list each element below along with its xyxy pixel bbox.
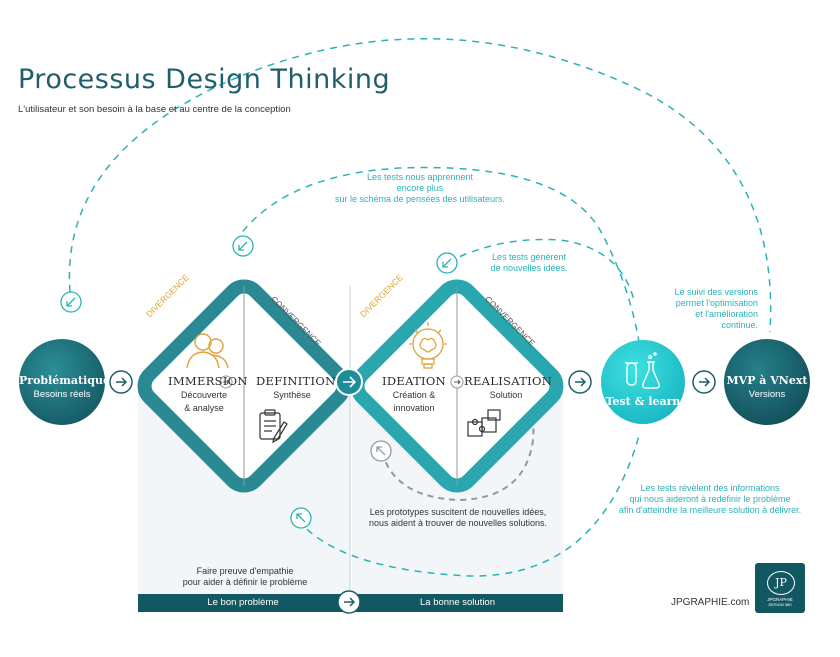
mvp-title: MVP à VNext [726,374,808,387]
note-tests-learn: Les tests nous apprennent encore plus su… [300,172,540,205]
problem-subtitle: Besoins réels [33,389,91,400]
note-prototypes: Les prototypes suscitent de nouvelles id… [350,507,566,529]
note-tests-learn-line: encore plus [396,183,444,193]
note-versions-line: Le suivi des versions [674,287,758,297]
arc-bottom [297,431,641,577]
arrow-up-left-icon [370,440,392,462]
bottom-bar-right-label: La bonne solution [419,597,495,608]
stage-realisation-desc: Solution [489,390,523,400]
mvp-node: MVP à VNext Versions [724,374,810,400]
stage-immersion-title: IMMERSION [168,374,248,388]
arc-top-outer [68,38,772,333]
arc-top-inner [447,238,635,301]
stage-definition-title: DEFINITION [256,374,336,388]
page-title: Processus Design Thinking [18,64,391,95]
logo-caption-1: JPGRAPHIE [767,597,793,602]
note-versions-line: permet l'optimisation [675,298,758,308]
note-tests-reveal-line: qui nous aideront à redéfinir le problèm… [629,494,791,504]
note-tests-reveal-line: afin d'atteindre la meilleure solution à… [618,505,802,515]
stage-definition: DEFINITION Synthèse [256,374,336,401]
stage-ideation-desc1: Création & [392,390,436,400]
note-tests-ideas-line: de nouvelles idées. [490,263,568,273]
note-empathy: Faire preuve d'empathie pour aider à déf… [160,566,330,588]
brain-bulb-icon [409,322,447,369]
arrow-down-left-icon [60,291,82,313]
note-tests-ideas: Les tests génèrent de nouvelles idées. [470,252,588,274]
note-empathy-line: Faire preuve d'empathie [196,566,294,576]
logo-initials: JP [767,571,795,595]
arrow-right-icon [450,375,464,389]
note-tests-learn-line: sur le schéma de pensées des utilisateur… [334,194,506,204]
note-prototypes-line: nous aident à trouver de nouvelles solut… [368,518,548,528]
mvp-circle [724,339,810,425]
stage-ideation: IDEATION Création & innovation [378,374,450,414]
stage-ideation-desc2: innovation [393,403,435,413]
arrow-right-icon [692,370,716,394]
arrow-down-left-icon [436,252,458,274]
stage-realisation-title: REALISATION [464,374,553,388]
mvp-subtitle: Versions [748,389,786,400]
brand-link[interactable]: JPGRAPHIE.com [671,597,750,608]
note-tests-learn-line: Les tests nous apprennent [366,172,474,182]
arrow-right-icon [109,370,133,394]
people-icon [186,333,229,369]
stage-realisation: REALISATION Solution [464,374,553,401]
test-node: Test & learn [605,395,681,408]
stage-ideation-title: IDEATION [382,374,446,388]
note-tests-reveal: Les tests révèlent des informations qui … [590,483,830,516]
stage-immersion: IMMERSION Découverte & analyse [168,374,248,414]
note-prototypes-line: Les prototypes suscitent de nouvelles id… [369,507,547,517]
test-title: Test & learn [605,395,681,408]
note-versions: Le suivi des versions permet l'optimisat… [630,287,758,331]
page-subtitle: L'utilisateur et son besoin à la base et… [18,104,291,115]
note-versions-line: continue. [721,320,758,330]
note-tests-reveal-line: Les tests révèlent des informations [640,483,780,493]
problem-circle [19,339,105,425]
flask-icon [625,352,660,389]
puzzle-icon [467,409,501,437]
brand-logo: JP JPGRAPHIE DESIGN 360 [755,563,805,613]
stage-immersion-desc1: Découverte [180,390,228,400]
arrow-right-icon [337,590,361,614]
test-circle [601,340,685,424]
arrow-down-left-icon [232,235,254,257]
arc-top-middle [234,166,641,349]
problem-node: Problématique Besoins réels [19,374,110,400]
arrow-right-icon [568,370,592,394]
stage-definition-desc: Synthèse [273,390,311,400]
note-versions-line: et l'amélioration [695,309,758,319]
note-tests-ideas-line: Les tests génèrent [491,252,567,262]
problem-title: Problématique [19,374,110,387]
stage-immersion-desc2: & analyse [184,403,224,413]
arrow-up-left-icon [290,507,312,529]
logo-caption-2: DESIGN 360 [768,602,792,607]
arrow-right-icon [219,375,233,389]
bottom-bar-left-label: Le bon problème [207,597,279,608]
clipboard-icon [259,409,288,444]
note-empathy-line: pour aider à définir le problème [182,577,308,587]
arrow-right-icon [335,368,363,396]
